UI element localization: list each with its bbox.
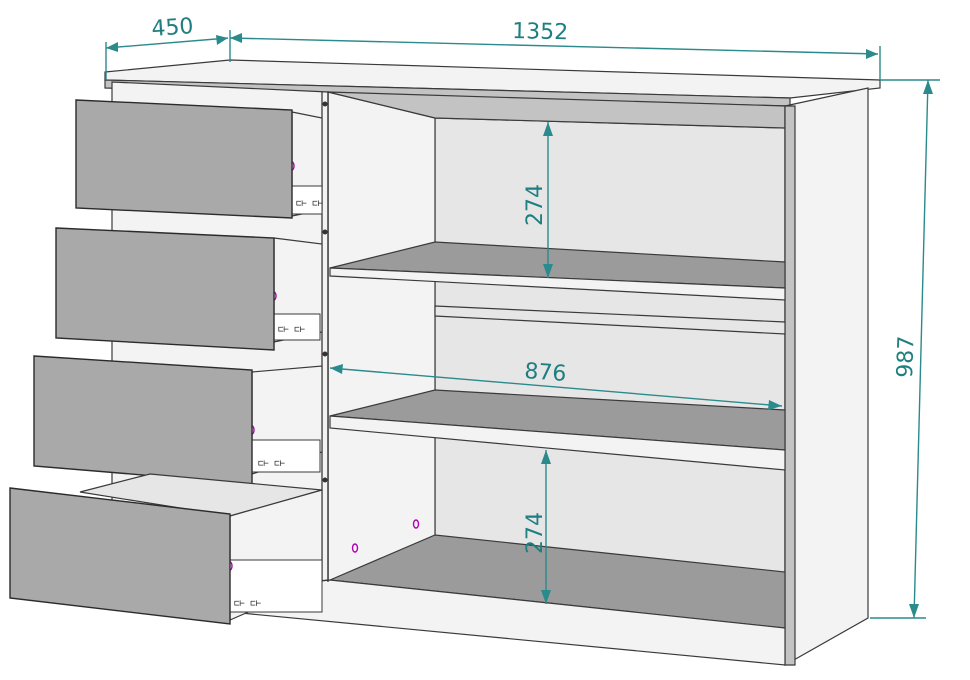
drawer-front xyxy=(75,99,293,219)
slide-marks: ⊏⊢ ⊏⊢ xyxy=(234,599,261,609)
dim-line-width xyxy=(229,37,879,55)
dim-label-shelf-bottom: 274 xyxy=(523,512,548,554)
dim-line-depth xyxy=(105,37,229,49)
slide-marks: ⊏⊢ ⊏⊢ xyxy=(296,199,323,209)
dimensions: 450 1352 987 274 876 274 xyxy=(105,14,940,619)
shelf-middle-edge xyxy=(329,415,786,471)
dim-label-height: 987 xyxy=(893,335,919,378)
slide-marks: ⊏⊢ ⊏⊢ xyxy=(278,325,305,335)
dim-label-depth: 450 xyxy=(151,14,195,42)
arrow-head xyxy=(106,42,118,52)
hinge-dot xyxy=(322,351,328,357)
dim-line-height xyxy=(913,79,929,619)
dim-line-shelf-width xyxy=(329,367,783,407)
arrow-head xyxy=(330,364,343,374)
drawer-front xyxy=(55,227,275,351)
drawer-3: ⊏⊢ ⊏⊢ xyxy=(33,355,323,485)
knob-marker xyxy=(412,519,420,529)
arrow-head xyxy=(923,80,933,94)
dim-label-shelf-width: 876 xyxy=(524,359,568,387)
drawer-front xyxy=(33,355,253,485)
arrow-head xyxy=(541,590,551,604)
dim-label-width: 1352 xyxy=(512,19,569,45)
knob-marker xyxy=(351,543,359,553)
arrow-head xyxy=(543,122,553,136)
arrow-head xyxy=(541,450,551,464)
arrow-head xyxy=(230,33,242,43)
arrow-head xyxy=(768,400,782,410)
right-side-panel xyxy=(784,87,869,667)
shelf-top-edge xyxy=(329,267,786,301)
hinge-dot xyxy=(322,477,328,483)
hinge-dot xyxy=(322,229,328,235)
right-front-edge xyxy=(784,105,796,666)
drawer-1: ⊏⊢ ⊏⊢ xyxy=(75,99,323,219)
drawer-2: ⊏⊢ ⊏⊢ xyxy=(55,227,323,351)
hinge-dot xyxy=(322,101,328,107)
back-rail xyxy=(434,305,786,335)
drawer-slide xyxy=(291,185,323,215)
drawer-front xyxy=(9,487,231,625)
arrow-head xyxy=(866,49,878,59)
drawer-slide xyxy=(251,439,321,473)
slide-marks: ⊏⊢ ⊏⊢ xyxy=(258,459,285,469)
drawer-slide xyxy=(229,559,323,613)
drawer-4: ⊏⊢ ⊏⊢ xyxy=(9,473,323,625)
drawer-slide xyxy=(273,313,321,341)
dim-label-shelf-top: 274 xyxy=(523,184,548,226)
arrow-head xyxy=(909,604,919,618)
arrow-head xyxy=(543,264,553,278)
arrow-head xyxy=(216,35,228,45)
